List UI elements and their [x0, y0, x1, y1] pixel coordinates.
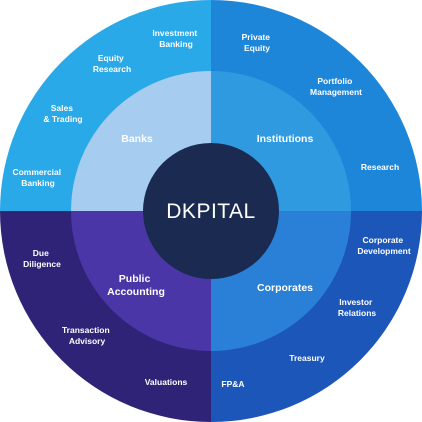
- item-line: Banking: [159, 39, 193, 49]
- item-line: Commercial: [12, 167, 61, 177]
- item-line: Diligence: [23, 259, 61, 269]
- item-investor-relations: Investor Relations: [338, 297, 377, 318]
- item-line: Equity: [98, 53, 124, 63]
- item-line: Banking: [21, 178, 55, 188]
- item-line: Due: [33, 248, 49, 258]
- item-due-diligence: Due Diligence: [23, 248, 61, 269]
- item-line: Development: [357, 246, 411, 256]
- public-accounting-label-line2: Accounting: [107, 286, 165, 298]
- item-line: Portfolio: [317, 76, 352, 86]
- center-label: DKPITAL: [166, 200, 255, 223]
- item-sales-trading: Sales & Trading: [43, 103, 82, 124]
- institutions-label: Institutions: [257, 133, 314, 145]
- public-accounting-label-line1: Public: [119, 273, 151, 285]
- item-research: Research: [361, 162, 399, 172]
- item-line: Sales: [51, 103, 73, 113]
- item-treasury: Treasury: [289, 353, 325, 363]
- item-line: Investor: [339, 297, 373, 307]
- item-equity-research: Equity Research: [93, 53, 131, 74]
- item-private-equity: Private Equity: [242, 32, 273, 53]
- item-transaction-advisory: Transaction Advisory: [62, 325, 112, 346]
- item-corporate-development: Corporate Development: [357, 235, 411, 256]
- public-accounting-label: Public Accounting: [107, 273, 165, 298]
- banks-label: Banks: [121, 133, 153, 145]
- item-investment-banking: Investment Banking: [152, 28, 199, 49]
- item-line: Management: [310, 87, 362, 97]
- item-commercial-banking: Commercial Banking: [12, 167, 63, 188]
- item-line: Transaction: [62, 325, 110, 335]
- item-line: Advisory: [69, 336, 106, 346]
- item-line: Research: [93, 64, 131, 74]
- corporates-label: Corporates: [257, 282, 313, 294]
- item-portfolio-management: Portfolio Management: [310, 76, 362, 97]
- item-line: Investment: [152, 28, 197, 38]
- center-core: [143, 143, 279, 279]
- item-line: Corporate: [363, 235, 404, 245]
- item-line: Private: [242, 32, 271, 42]
- item-fpa: FP&A: [221, 379, 244, 389]
- item-valuations: Valuations: [145, 377, 188, 387]
- item-line: Equity: [244, 43, 270, 53]
- item-line: Relations: [338, 308, 377, 318]
- item-line: & Trading: [43, 114, 82, 124]
